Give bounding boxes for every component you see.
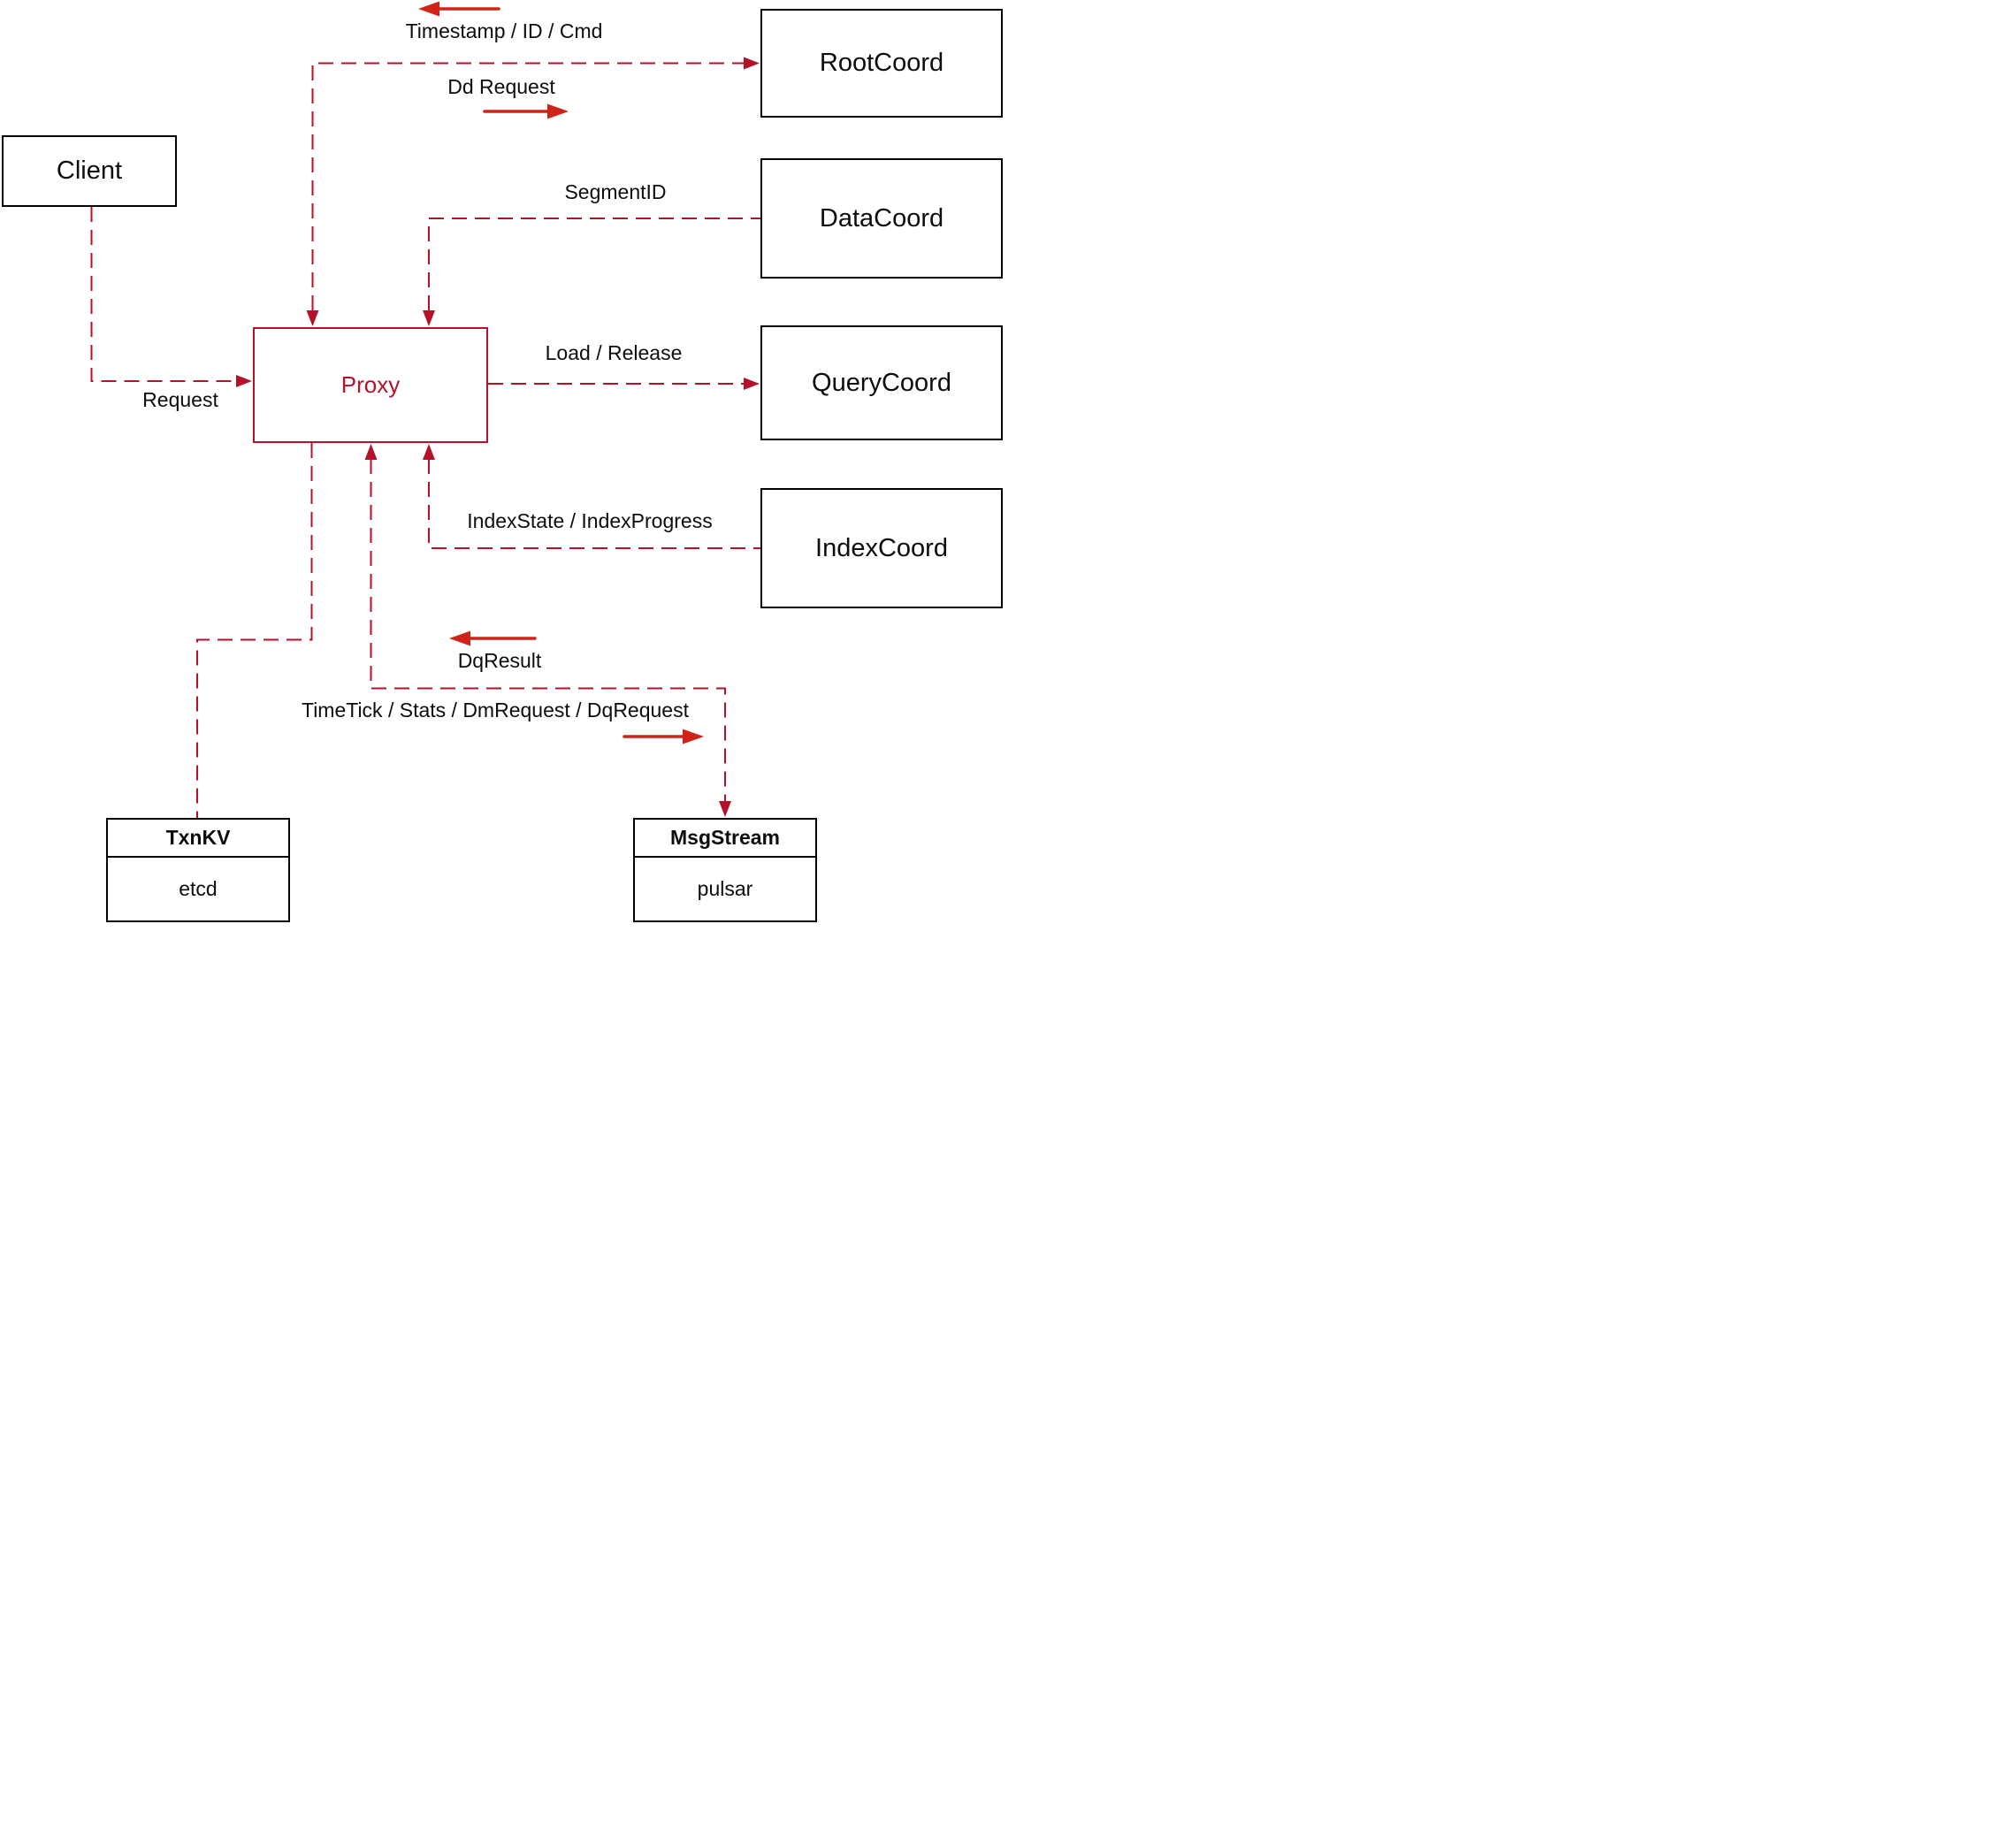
node-txnkv: TxnKV etcd: [106, 818, 290, 922]
edge-indexcoord-proxy: [428, 459, 760, 549]
node-client-label: Client: [56, 157, 123, 185]
flow-arrow-timetick-right-head-icon: [683, 729, 704, 745]
edge-label-segment-id: SegmentID: [564, 180, 667, 203]
edge-label-dq-result: DqResult: [457, 649, 542, 672]
edge-label-timetick: TimeTick / Stats / DmRequest / DqRequest: [302, 699, 689, 722]
node-indexcoord: IndexCoord: [760, 488, 1003, 608]
arrowhead-into-proxy-top-right-icon: [423, 310, 435, 326]
node-querycoord-label: QueryCoord: [812, 368, 951, 397]
edge-client-proxy: [90, 207, 237, 382]
arrowhead-into-msgstream-icon: [719, 801, 731, 817]
node-proxy: Proxy: [253, 327, 488, 443]
arrowhead-into-proxy-bottom-right-icon: [423, 444, 435, 460]
edge-proxy-rootcoord: [311, 62, 745, 310]
edge-datacoord-proxy: [428, 218, 760, 310]
edge-label-request: Request: [142, 388, 218, 411]
edge-label-index-state: IndexState / IndexProgress: [467, 509, 713, 532]
flow-arrow-ddrequest-right-head-icon: [547, 103, 569, 119]
node-msgstream-title: MsgStream: [635, 820, 815, 858]
node-proxy-label: Proxy: [340, 371, 401, 398]
node-datacoord: DataCoord: [760, 158, 1003, 279]
arrowhead-into-querycoord-icon: [744, 378, 760, 390]
node-indexcoord-label: IndexCoord: [815, 533, 948, 562]
node-msgstream: MsgStream pulsar: [633, 818, 817, 922]
flow-arrow-dqresult-left-head-icon: [449, 630, 470, 646]
node-txnkv-title: TxnKV: [108, 820, 288, 858]
connector-layer: [90, 1, 760, 818]
node-client: Client: [2, 135, 177, 207]
edge-label-dd-request: Dd Request: [447, 75, 555, 98]
edge-proxy-txnkv: [196, 443, 313, 818]
node-datacoord-label: DataCoord: [819, 203, 944, 233]
arrowhead-into-proxy-bottom-left-icon: [364, 444, 378, 460]
arrowhead-into-rootcoord-icon: [744, 57, 760, 70]
node-rootcoord: RootCoord: [760, 9, 1003, 118]
edge-label-load-release: Load / Release: [545, 341, 683, 364]
architecture-diagram: Client RootCoord DataCoord QueryCoord In…: [0, 0, 1004, 924]
arrowhead-into-proxy-left-icon: [236, 375, 252, 387]
node-txnkv-subtitle: etcd: [179, 877, 218, 900]
node-querycoord: QueryCoord: [760, 325, 1003, 440]
flow-arrow-timestamp-left-head-icon: [418, 1, 439, 17]
node-rootcoord-label: RootCoord: [819, 49, 944, 77]
arrowhead-into-proxy-top-left-icon: [306, 310, 319, 326]
edge-label-timestamp-id-cmd: Timestamp / ID / Cmd: [405, 19, 603, 42]
node-msgstream-subtitle: pulsar: [697, 877, 753, 900]
